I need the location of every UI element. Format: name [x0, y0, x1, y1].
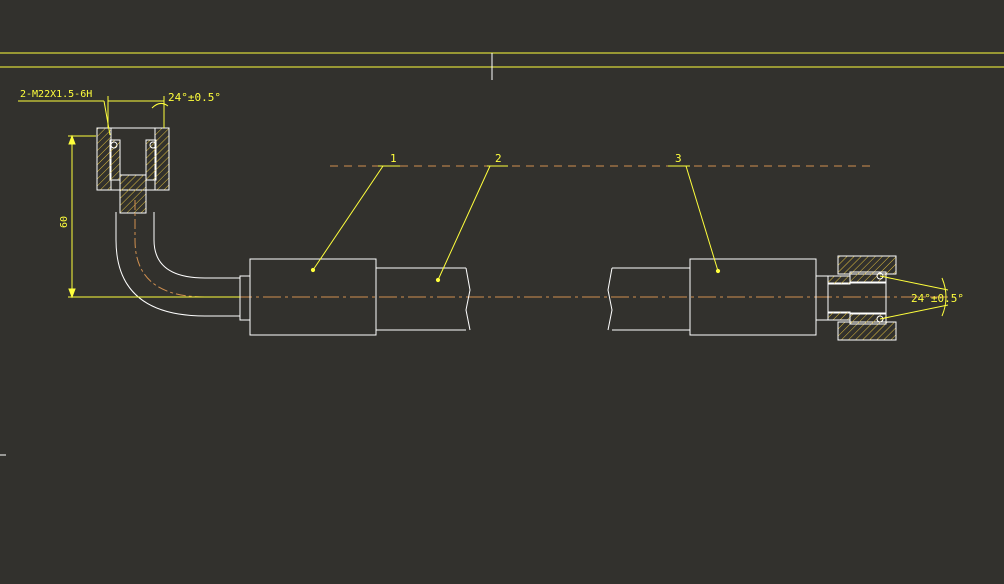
drawing-frame: [0, 52, 1004, 456]
right-fitting[interactable]: [815, 255, 897, 341]
angle-callout-top-label: 24°±0.5°: [168, 91, 221, 104]
thread-callout-label: 2-M22X1.5-6H: [20, 89, 92, 100]
balloon-1-label: 1: [390, 152, 397, 165]
part-1-ferrule[interactable]: [249, 258, 377, 336]
part-2-hose[interactable]: [376, 267, 690, 331]
angle-callout-right-label: 24°±0.5°: [911, 292, 964, 305]
elbow-tube[interactable]: [115, 174, 251, 321]
balloon-3-label: 3: [675, 152, 682, 165]
annotations: [18, 96, 949, 320]
dimension-60-label: 60: [59, 216, 70, 228]
left-swivel-nut[interactable]: [96, 127, 170, 191]
balloon-2-label: 2: [495, 152, 502, 165]
